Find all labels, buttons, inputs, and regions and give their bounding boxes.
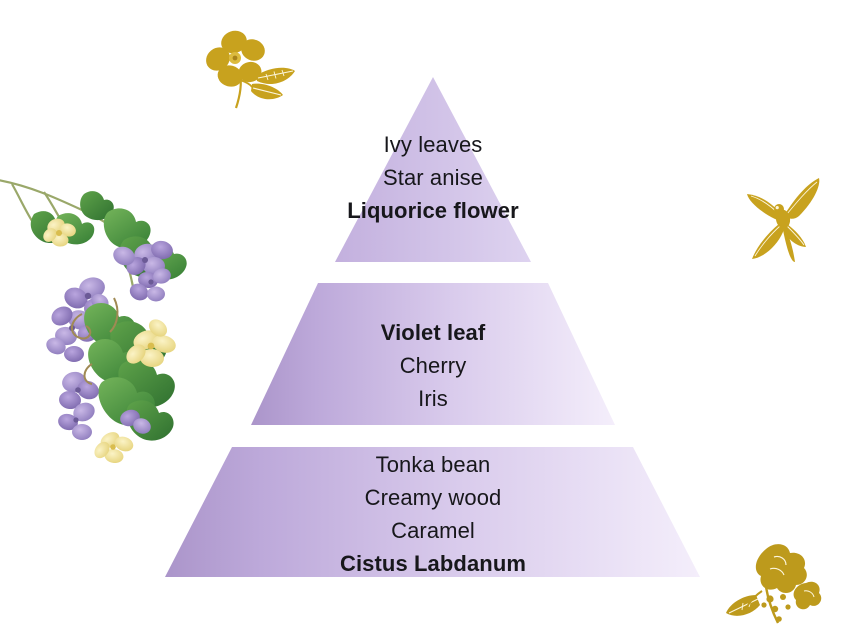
note-label: Liquorice flower [347,198,519,223]
note-label: Ivy leaves [383,132,483,157]
note-label: Cistus Labdanum [339,551,527,576]
gold-dragonfly-icon [747,178,820,262]
note-label: Creamy wood [364,485,502,510]
note-label: Caramel [391,518,475,543]
ivy-violets-illustration [0,179,187,464]
note-label: Tonka bean [375,452,491,477]
note-label: Iris [418,386,448,411]
pyramid-tier-base-notes: Tonka bean Creamy wood Caramel Cistus La… [0,448,866,580]
pyramid-tier-top-notes: Ivy leaves Star anise Liquorice flower [0,128,866,227]
pyramid-tier-middle-notes: Violet leaf Cherry Iris [0,316,866,415]
note-label: Violet leaf [380,320,486,345]
note-label: Cherry [399,353,467,378]
gold-floral-sprig-icon [726,544,822,624]
gold-flower-icon [206,30,295,109]
note-label: Star anise [382,165,484,190]
